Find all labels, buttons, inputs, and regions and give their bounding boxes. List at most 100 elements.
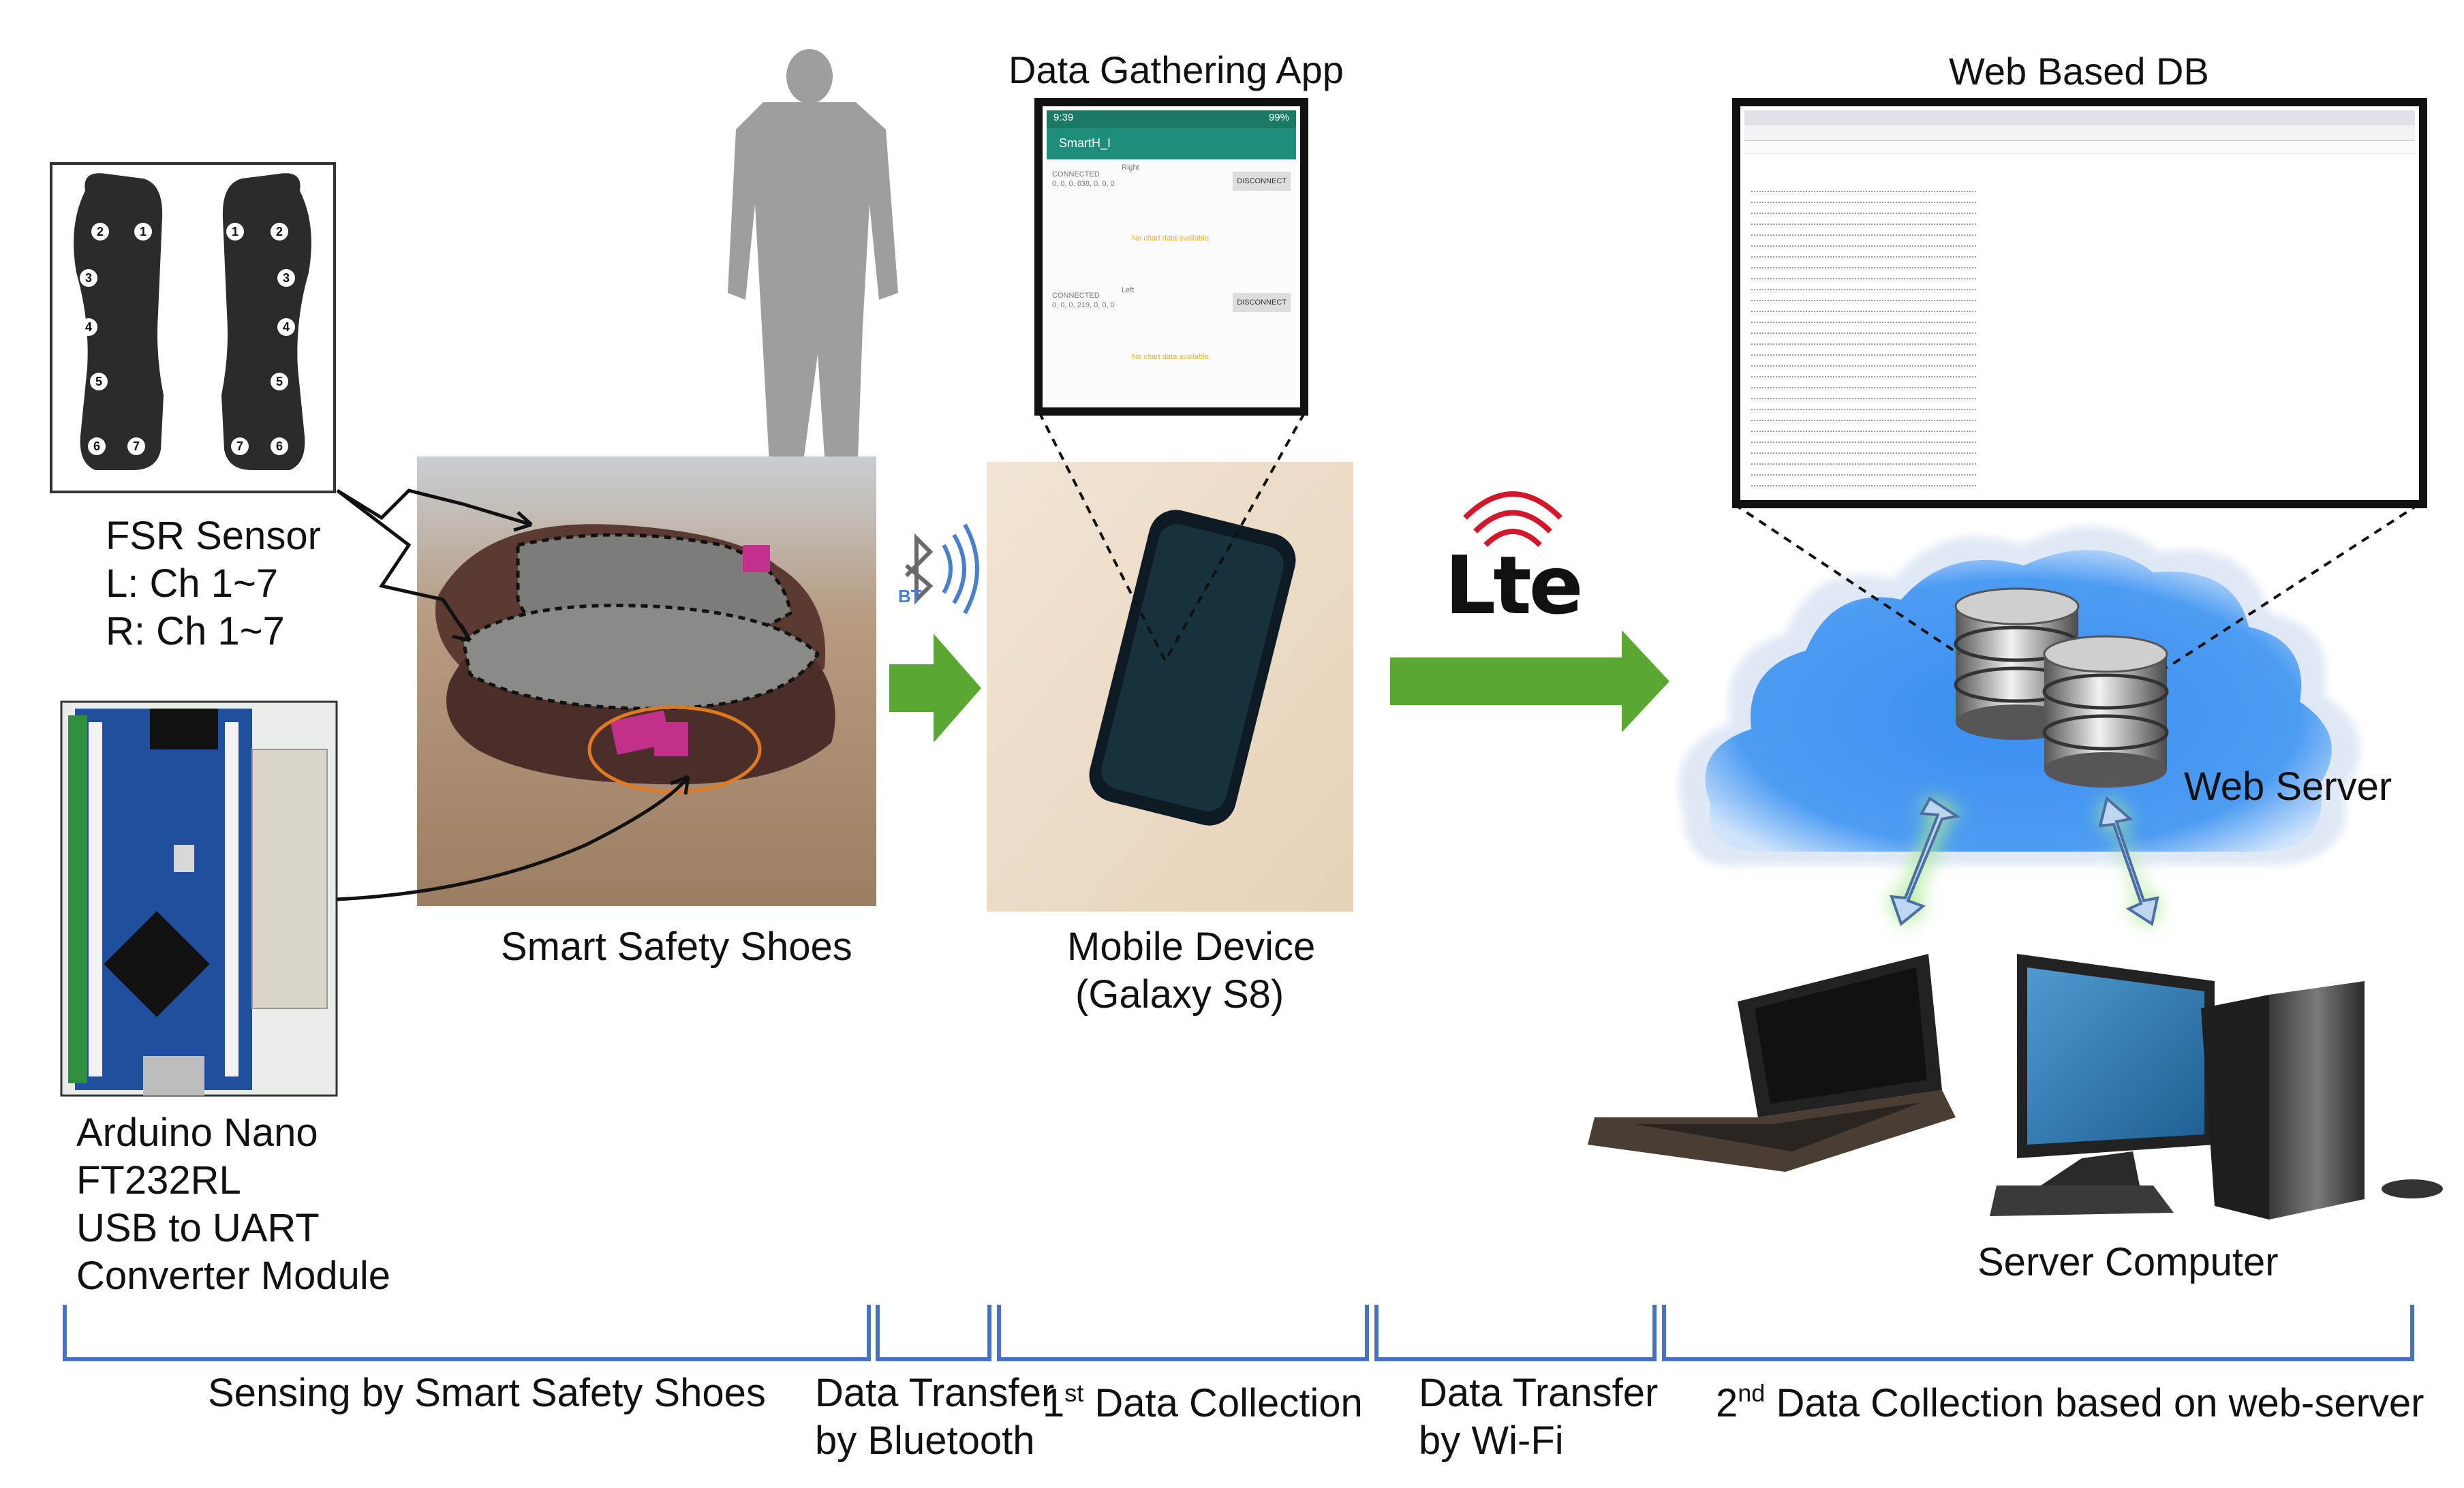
stage-first-text: Data Collection	[1094, 1381, 1363, 1425]
server-computer-icon	[1990, 954, 2443, 1220]
db-browser-screenshot	[1744, 110, 2415, 496]
db-table-row	[1751, 381, 1976, 388]
arrow-lte	[1390, 630, 1669, 732]
right-side-label: Right	[1122, 164, 1139, 172]
left-disconnect-button[interactable]: DISCONNECT	[1233, 293, 1291, 312]
right-sensor-5: 5	[271, 373, 288, 390]
db-table-row	[1751, 370, 1976, 377]
laptop-icon	[1588, 954, 1956, 1172]
database-icon	[1954, 587, 2169, 788]
db-table-row	[1751, 424, 1976, 432]
fsr-right-channels: R: Ch 1~7	[106, 609, 285, 653]
db-table-row	[1751, 305, 1976, 312]
browser-bookmarks	[1744, 141, 2415, 154]
left-insole	[74, 173, 164, 470]
db-table-row	[1751, 446, 1976, 454]
db-table-row	[1751, 250, 1976, 258]
browser-address-bar	[1744, 125, 2415, 141]
stage-second-sup: nd	[1738, 1379, 1766, 1407]
right-sensor-2: 2	[271, 223, 288, 241]
left-sensor-1: 2	[91, 223, 109, 241]
mobile-device-line-2: (Galaxy S8)	[1075, 972, 1284, 1017]
app-zoom-lines	[1038, 412, 1306, 664]
lte-signal-icon	[1463, 491, 1562, 547]
mobile-device-label: Mobile Device (Galaxy S8)	[1067, 923, 1315, 1019]
fsr-left-channels: L: Ch 1~7	[106, 561, 279, 606]
mobile-device-line-1: Mobile Device	[1067, 925, 1316, 969]
db-table-row	[1751, 490, 1976, 496]
db-table-row	[1751, 435, 1976, 443]
db-table-row	[1751, 359, 1976, 367]
left-sensor-4: 4	[80, 318, 97, 336]
left-sensor-3: 3	[80, 269, 97, 287]
stage-bt-line-2: by Bluetooth	[815, 1419, 1035, 1463]
arduino-line-2: FT232RL	[76, 1158, 241, 1203]
stage-sensing: Sensing by Smart Safety Shoes	[208, 1369, 766, 1417]
arduino-label: Arduino Nano FT232RL USB to UART Convert…	[76, 1109, 390, 1300]
db-zoom-lines	[1733, 503, 2420, 669]
db-table-row	[1751, 185, 1976, 192]
stage-second-text: Data Collection based on web-server	[1776, 1381, 2424, 1425]
arduino-line-3: USB to UART	[76, 1206, 320, 1250]
db-table-row	[1751, 196, 1976, 203]
db-table-row	[1751, 414, 1976, 421]
double-arrow-laptop	[1888, 796, 1962, 927]
app-toolbar: SmartH_I	[1047, 128, 1296, 159]
stage-sensing-text: Sensing by Smart Safety Shoes	[208, 1371, 766, 1415]
right-values: 0, 0, 0, 638, 0, 0, 0	[1052, 180, 1115, 188]
right-insole	[221, 173, 311, 470]
left-empty-chart: No chart data available.	[1132, 353, 1211, 361]
db-table-row	[1751, 479, 1976, 486]
fsr-sensor-label: FSR Sensor L: Ch 1~7 R: Ch 1~7	[106, 512, 321, 655]
left-sensor-5: 5	[90, 373, 108, 390]
browser-tab-strip	[1744, 110, 2415, 125]
status-battery: 99%	[1268, 112, 1289, 123]
fsr-title: FSR Sensor	[106, 514, 321, 558]
right-sensor-7: 6	[271, 437, 288, 455]
db-table-row	[1751, 392, 1976, 399]
right-sensor-4: 4	[277, 318, 295, 336]
db-title-label: Web Based DB	[1949, 50, 2209, 93]
lte-logo: Lte	[1445, 538, 1584, 632]
web-server-label: Web Server	[2184, 764, 2392, 809]
app-screen: 9:39 99% SmartH_I Right CONNECTED 0, 0, …	[1047, 110, 1296, 403]
app-toolbar-title: SmartH_I	[1059, 136, 1111, 150]
stage-bt-line-1: Data Transfer	[815, 1371, 1055, 1415]
mobile-phone	[1089, 510, 1296, 826]
arduino-line-1: Arduino Nano	[76, 1111, 318, 1155]
right-sensor-3: 3	[277, 269, 295, 287]
left-sensor-2: 1	[134, 223, 152, 241]
db-table-row	[1751, 206, 1976, 214]
db-table	[1744, 154, 2415, 496]
stage-wifi-line-1: Data Transfer	[1419, 1371, 1659, 1415]
db-table-row	[1751, 261, 1976, 268]
stage-wifi-transfer: Data Transfer by Wi-Fi	[1419, 1369, 1658, 1465]
db-table-row	[1751, 403, 1976, 410]
db-table-row	[1751, 283, 1976, 290]
double-arrow-server	[2098, 796, 2160, 927]
db-table-row	[1751, 315, 1976, 323]
stage-first-sup: st	[1064, 1379, 1084, 1407]
smart-shoes-label: Smart Safety Shoes	[501, 925, 852, 969]
left-values: 0, 0, 0, 219, 0, 0, 0	[1052, 301, 1115, 309]
db-table-row	[1751, 468, 1976, 476]
db-table-row	[1751, 457, 1976, 465]
stage-wifi-line-2: by Wi-Fi	[1419, 1419, 1564, 1463]
server-computer-label: Server Computer	[1977, 1240, 2279, 1284]
db-table-row	[1751, 294, 1976, 301]
db-table-row	[1751, 272, 1976, 279]
stage-first-ordinal: 1	[1043, 1381, 1065, 1425]
left-panel: Left CONNECTED 0, 0, 0, 219, 0, 0, 0 DIS…	[1047, 282, 1296, 403]
person-silhouette	[728, 49, 898, 477]
right-empty-chart: No chart data available.	[1132, 234, 1211, 243]
left-status: CONNECTED	[1052, 292, 1100, 300]
stage-second-ordinal: 2	[1716, 1381, 1738, 1425]
right-disconnect-button[interactable]: DISCONNECT	[1233, 172, 1291, 191]
bluetooth-icon	[904, 523, 979, 615]
bt-label: BT	[898, 586, 922, 606]
left-sensor-6: 6	[88, 437, 106, 455]
stage-brackets	[63, 1305, 2414, 1361]
right-panel: Right CONNECTED 0, 0, 0, 638, 0, 0, 0 DI…	[1047, 159, 1296, 282]
left-side-label: Left	[1122, 286, 1135, 294]
